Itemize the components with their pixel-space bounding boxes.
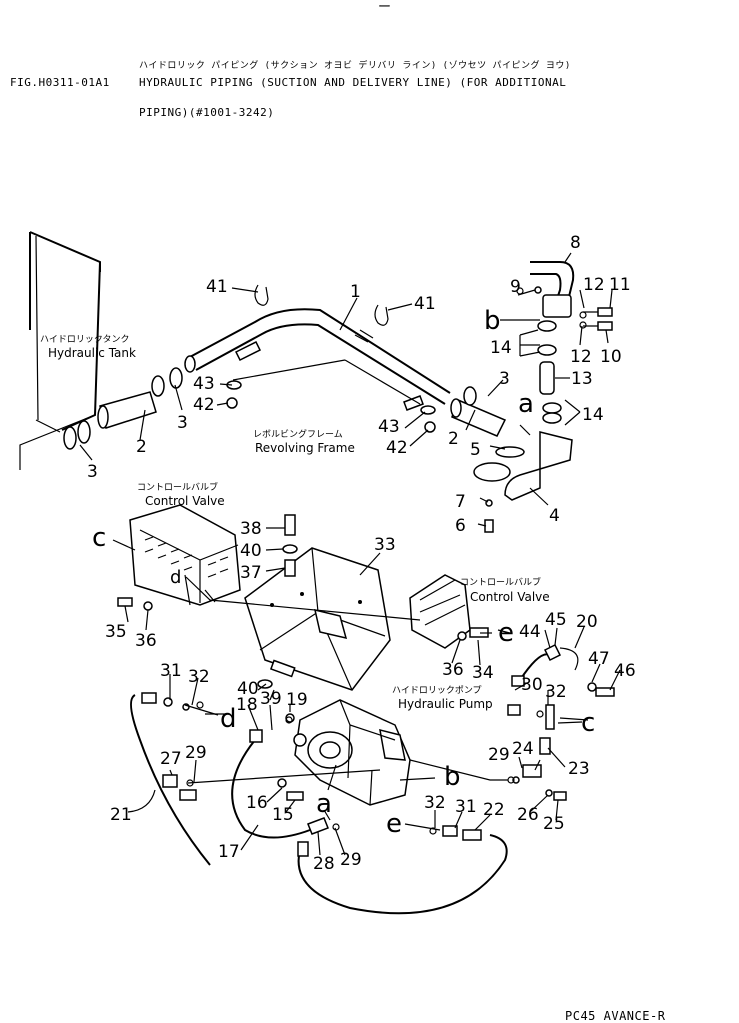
callout-23: 23 bbox=[568, 759, 590, 779]
callout-15: 15 bbox=[272, 805, 294, 825]
suction-elbow-drawing bbox=[473, 261, 613, 533]
callout-14: 14 bbox=[582, 405, 604, 425]
callout-3: 3 bbox=[499, 369, 510, 389]
callout-25: 25 bbox=[543, 814, 565, 834]
callout-11: 11 bbox=[609, 275, 631, 295]
control-valve-right-label: Control Valve bbox=[470, 590, 550, 604]
hydraulic-tank-label-jp: ハイドロリックタンク bbox=[40, 334, 129, 345]
ref-e-valve: e bbox=[498, 618, 514, 648]
callout-3: 3 bbox=[177, 413, 188, 433]
callout-30: 30 bbox=[521, 675, 543, 695]
right-control-valve-drawing bbox=[409, 574, 489, 649]
callout-35: 35 bbox=[105, 622, 127, 642]
callout-2: 2 bbox=[136, 437, 147, 457]
suction-pipe-drawing bbox=[63, 284, 507, 450]
callout-41: 41 bbox=[414, 294, 436, 314]
callout-38: 38 bbox=[240, 519, 262, 539]
callout-39: 39 bbox=[260, 689, 282, 709]
callout-12: 12 bbox=[570, 347, 592, 367]
callout-14: 14 bbox=[490, 338, 512, 358]
ref-b-pump: b bbox=[444, 762, 461, 792]
japanese-title: ハイドロリック パイピング (サクション オヨビ デリバリ ライン) (ゾウセツ… bbox=[139, 61, 571, 71]
callout-47: 47 bbox=[588, 649, 610, 669]
hydraulic-pump-drawing bbox=[293, 699, 411, 806]
callout-29: 29 bbox=[340, 850, 362, 870]
ref-c-right: c bbox=[581, 708, 595, 738]
callout-36: 36 bbox=[442, 660, 464, 680]
callout-40: 40 bbox=[240, 541, 262, 561]
callout-10: 10 bbox=[600, 347, 622, 367]
ref-e-hose: e bbox=[386, 809, 402, 839]
left-control-valve-drawing bbox=[117, 504, 241, 611]
control-valve-left-label-jp: コントロールバルブ bbox=[137, 481, 218, 493]
callout-31: 31 bbox=[455, 797, 477, 817]
callout-32: 32 bbox=[188, 667, 210, 687]
callout-42: 42 bbox=[193, 395, 215, 415]
ref-b-upper: b bbox=[484, 306, 501, 336]
callout-24: 24 bbox=[512, 739, 534, 759]
callout-9: 9 bbox=[510, 277, 521, 297]
callout-16: 16 bbox=[246, 793, 268, 813]
figure-number: FIG.H0311-01A1 bbox=[10, 76, 110, 89]
hydraulic-tank-drawing bbox=[19, 231, 101, 470]
callout-44: 44 bbox=[519, 622, 541, 642]
callout-5: 5 bbox=[470, 440, 481, 460]
callout-27: 27 bbox=[160, 749, 182, 769]
callout-34: 34 bbox=[472, 663, 494, 683]
figure-title-line2: PIPING)(#1001-3242) bbox=[139, 106, 275, 119]
callout-37: 37 bbox=[240, 563, 262, 583]
callout-20: 20 bbox=[576, 612, 598, 632]
top-mark: ー bbox=[378, 0, 392, 15]
callout-28: 28 bbox=[313, 854, 335, 874]
callout-4: 4 bbox=[549, 506, 560, 526]
bracket-bolts-drawing bbox=[257, 514, 298, 689]
callout-43: 43 bbox=[378, 417, 400, 437]
ref-c-left: c bbox=[92, 523, 106, 553]
callout-42: 42 bbox=[386, 438, 408, 458]
control-valve-right-label-jp: コントロールバルブ bbox=[460, 576, 541, 588]
leader-lines bbox=[79, 252, 621, 856]
control-valve-left-label: Control Valve bbox=[145, 494, 225, 508]
revolving-frame-label: Revolving Frame bbox=[255, 441, 355, 455]
ref-a-upper: a bbox=[518, 389, 534, 419]
callout-46: 46 bbox=[614, 661, 636, 681]
callout-21: 21 bbox=[110, 805, 132, 825]
hydraulic-tank-label: Hydraulic Tank bbox=[48, 346, 136, 360]
callout-43: 43 bbox=[193, 374, 215, 394]
callout-31: 31 bbox=[160, 661, 182, 681]
ref-a-pump: a bbox=[316, 789, 332, 819]
figure-title-line1: HYDRAULIC PIPING (SUCTION AND DELIVERY L… bbox=[139, 76, 567, 89]
revolving-frame-label-jp: レボルビングフレーム bbox=[253, 428, 343, 440]
callout-7: 7 bbox=[455, 492, 466, 512]
callout-18: 18 bbox=[236, 695, 258, 715]
callout-29: 29 bbox=[488, 745, 510, 765]
mounting-bracket-drawing bbox=[244, 547, 391, 691]
callout-19: 19 bbox=[286, 690, 308, 710]
callout-40: 40 bbox=[237, 679, 259, 699]
callout-1: 1 bbox=[350, 282, 361, 302]
callout-2: 2 bbox=[448, 429, 459, 449]
callout-45: 45 bbox=[545, 610, 567, 630]
ref-d-hose: d bbox=[220, 704, 237, 734]
callout-3: 3 bbox=[87, 462, 98, 482]
callout-33: 33 bbox=[374, 535, 396, 555]
callout-17: 17 bbox=[218, 842, 240, 862]
delivery-hoses-drawing bbox=[130, 643, 615, 915]
hydraulic-pump-label: Hydraulic Pump bbox=[398, 697, 493, 711]
callout-26: 26 bbox=[517, 805, 539, 825]
callout-12: 12 bbox=[583, 275, 605, 295]
callout-32: 32 bbox=[545, 682, 567, 702]
callout-6: 6 bbox=[455, 516, 466, 536]
callout-29: 29 bbox=[185, 743, 207, 763]
callout-8: 8 bbox=[570, 233, 581, 253]
callout-22: 22 bbox=[483, 800, 505, 820]
callout-32: 32 bbox=[424, 793, 446, 813]
callout-36: 36 bbox=[135, 631, 157, 651]
ref-d-valve: d bbox=[170, 567, 181, 588]
hydraulic-pump-label-jp: ハイドロリックポンプ bbox=[392, 685, 482, 696]
callout-41: 41 bbox=[206, 277, 228, 297]
callout-13: 13 bbox=[571, 369, 593, 389]
